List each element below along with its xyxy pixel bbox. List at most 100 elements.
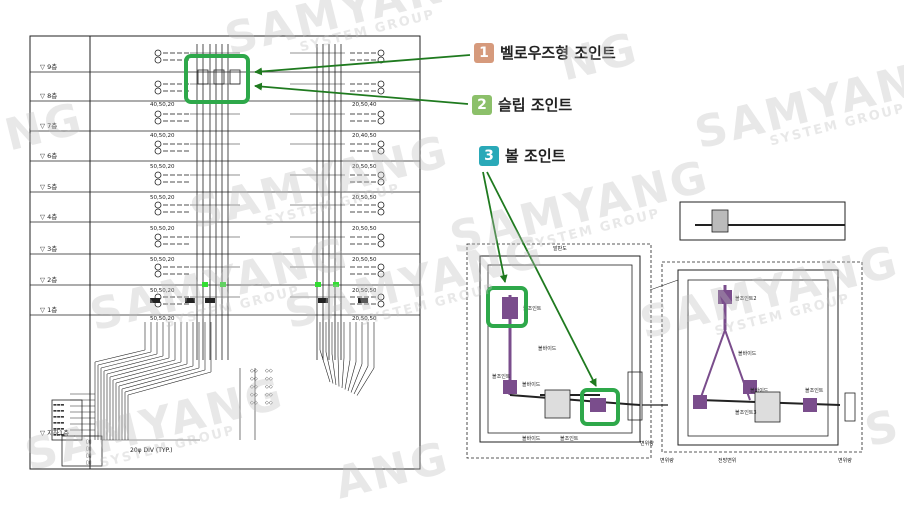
ball-joint-right-mid <box>743 380 757 394</box>
drawing-line <box>347 361 357 392</box>
ball-joint-left-bottom <box>590 398 606 412</box>
pipe-size-label: 20,50,50 <box>352 164 377 170</box>
center-valve-mark: ◇◇ <box>265 368 273 374</box>
drawing-line <box>127 371 212 396</box>
plan-label: 볼조인트 <box>805 387 824 394</box>
valve-icon <box>377 140 385 148</box>
pipe-size-label: 50,50,20 <box>150 226 175 232</box>
arrow-ball-a <box>482 171 508 283</box>
expansion-module <box>544 389 571 419</box>
center-valve-mark: ◇◇ <box>250 384 258 390</box>
plan-label: 볼조인트 <box>492 373 511 380</box>
center-valve-mark: ◇◇ <box>250 376 258 382</box>
equipment-mark: ▯▯ <box>86 446 92 452</box>
slip-joint-marker <box>315 282 321 287</box>
ball-joint-right-end <box>803 398 817 412</box>
valve-assembly <box>154 171 189 186</box>
pipe-size-label: 20,50,50 <box>352 226 377 232</box>
dimension-label: 변위량 <box>640 440 654 447</box>
bellows-symbol <box>229 69 241 85</box>
plan-label: 볼바이드 <box>538 345 557 352</box>
legend-label-slip: 슬립 조인트 <box>498 96 573 114</box>
pipe-size-label: 20,50,50 <box>352 316 377 322</box>
plan-label: 볼조인트 <box>523 305 542 312</box>
valve-assembly <box>154 110 189 125</box>
highlight-bellows-joint <box>184 54 250 104</box>
drawing-line <box>331 353 337 386</box>
bellows-symbol <box>197 69 209 85</box>
header-box <box>844 392 856 422</box>
ball-joint-right-top <box>718 290 732 304</box>
legend-item-ball: 3 볼 조인트 <box>479 145 565 166</box>
floor-label: ▽ 8층 <box>40 91 57 100</box>
valve-icon <box>154 110 162 118</box>
bellows-symbol <box>213 69 225 85</box>
valve-assembly <box>350 201 385 216</box>
valve-assembly <box>350 233 385 248</box>
valve-assembly <box>350 49 385 64</box>
floor-label: ▽ 9층 <box>40 62 57 71</box>
center-valve-mark: ◇◇ <box>265 392 273 398</box>
section-equipment <box>711 209 729 233</box>
legend-badge-3: 3 <box>479 145 499 166</box>
floor-label: ▽ 7층 <box>40 121 57 130</box>
center-valve-mark: ◇◇ <box>250 400 258 406</box>
header-mark: ▬▬▬ <box>53 420 65 425</box>
plan-label: 볼조인트2 <box>735 295 757 302</box>
header-mark: ▬▬▬ <box>53 408 65 413</box>
valve-assembly <box>154 140 189 155</box>
pipe-size-label: 50,50,20 <box>150 164 175 170</box>
drawing-line <box>94 349 146 363</box>
dimension-label: 변위량 <box>838 457 852 464</box>
dimension-label: 발판도 <box>553 245 567 252</box>
valve-icon <box>377 233 385 241</box>
arrow-bellows <box>254 54 471 76</box>
valve-icon <box>377 178 385 186</box>
fitting-block <box>205 298 215 303</box>
basement-equipment-box <box>61 435 103 467</box>
valve-icon <box>154 147 162 155</box>
header-mark: ▬▬▬ <box>53 414 65 419</box>
pipe-size-label: 20,50,50 <box>352 288 377 294</box>
drawing-line <box>112 361 182 381</box>
drawing-line <box>97 351 152 366</box>
drawing-line <box>353 365 369 395</box>
right-plan-section-top <box>679 201 846 241</box>
drawing-line <box>100 353 158 369</box>
left-plan-wall <box>479 255 641 443</box>
callout-arrows <box>254 54 597 387</box>
fitting-block <box>185 298 195 303</box>
valve-icon <box>377 171 385 179</box>
drawing-line <box>341 357 345 389</box>
drawing-line <box>356 367 375 396</box>
drawing-line <box>118 365 194 387</box>
valve-assembly <box>350 80 385 95</box>
valve-icon <box>377 208 385 216</box>
ball-joint-left-top <box>502 297 518 319</box>
valve-icon <box>154 208 162 216</box>
expansion-module <box>754 391 781 423</box>
valve-icon <box>154 240 162 248</box>
drawing-line <box>344 359 351 390</box>
right-plan-wall <box>677 269 839 446</box>
floor-label: ▽ 지하1층 <box>40 428 69 437</box>
center-valve-mark: ◇◇ <box>265 384 273 390</box>
drawing-line <box>109 359 176 378</box>
valve-assembly <box>350 293 385 308</box>
arrow-ball-b <box>486 171 597 387</box>
valve-icon <box>377 147 385 155</box>
drawing-line <box>115 363 188 384</box>
header-mark: ▬▬▬ <box>53 426 65 431</box>
highlight-ball-joint-a <box>486 286 528 328</box>
center-valve-mark: ◇◇ <box>265 400 273 406</box>
valve-icon <box>377 117 385 125</box>
valve-icon <box>377 49 385 57</box>
valve-icon <box>154 233 162 241</box>
slip-joint-marker <box>220 282 226 287</box>
floor-label: ▽ 3층 <box>40 244 57 253</box>
legend-label-bellows: 벨로우즈형 조인트 <box>500 44 616 62</box>
pipe-size-label: 20,50,50 <box>352 257 377 263</box>
pipe-size-label: 50,50,20 <box>150 316 175 322</box>
legend-label-ball: 볼 조인트 <box>505 147 566 165</box>
